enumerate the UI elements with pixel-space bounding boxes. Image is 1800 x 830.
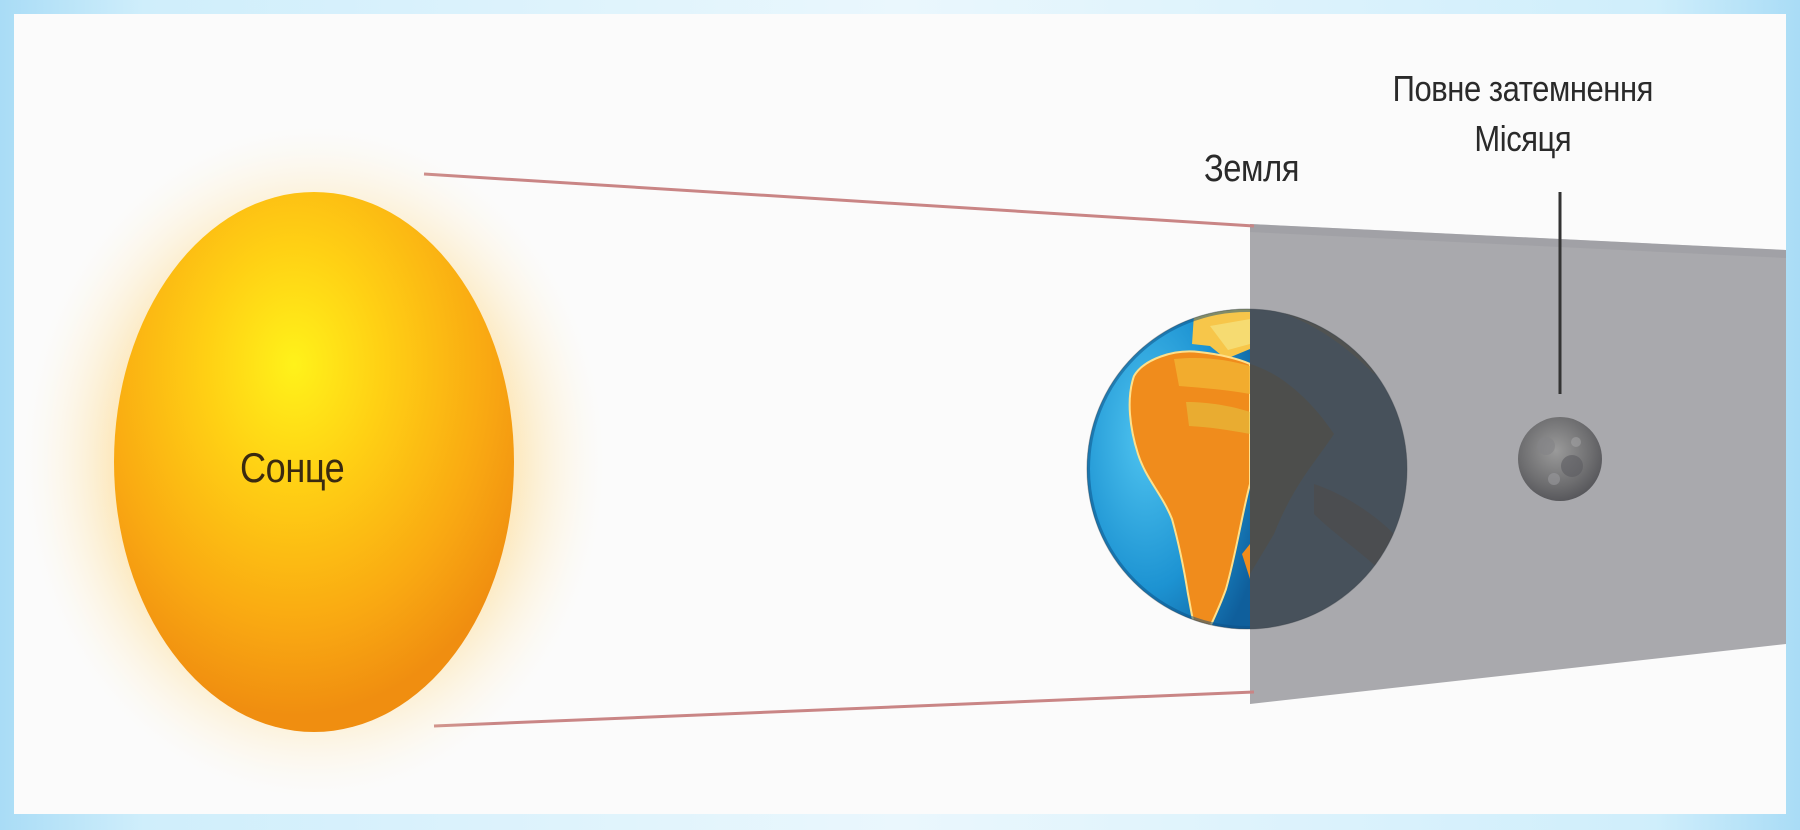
upper-sun-ray — [423, 172, 1255, 228]
moon-icon — [1518, 417, 1602, 501]
shadow-cone — [1250, 224, 1786, 704]
diagram-panel: Сонце Земля Повне затемнення Місяця — [14, 14, 1786, 814]
lower-sun-ray — [433, 690, 1255, 728]
earth-label: Земля — [1204, 148, 1300, 190]
sun-label: Сонце — [240, 444, 345, 491]
eclipse-label: Повне затемнення Місяця — [1368, 64, 1678, 164]
eclipse-diagram — [24, 127, 1786, 797]
eclipse-label-line2: Місяця — [1474, 118, 1572, 159]
sun-icon — [24, 127, 604, 797]
eclipse-label-line1: Повне затемнення — [1392, 68, 1654, 109]
